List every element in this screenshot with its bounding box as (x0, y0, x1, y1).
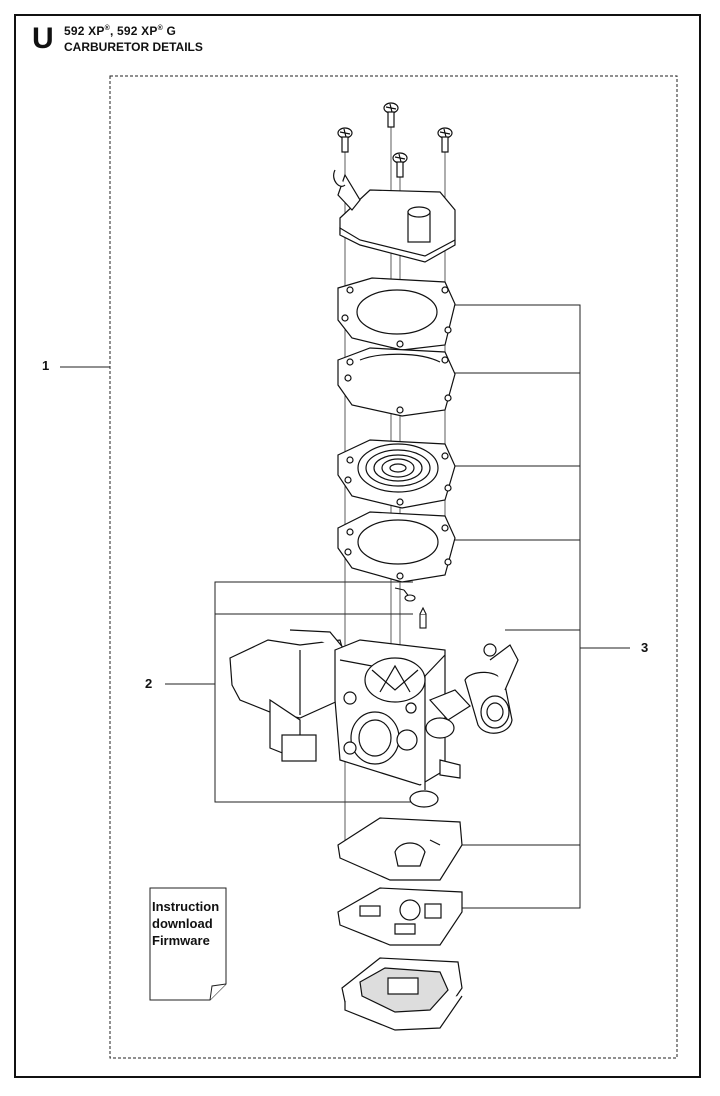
page-frame (14, 14, 701, 1078)
screw-group (337, 102, 453, 178)
callout-3: 3 (641, 640, 649, 655)
section-letter: U (32, 22, 54, 55)
registered-mark-1: ® (104, 25, 110, 32)
callout-2: 2 (145, 676, 153, 691)
assembly-boundary (109, 75, 678, 1059)
pump-cover (333, 169, 456, 263)
metering-gasket (337, 511, 456, 583)
bottom-cover (341, 957, 463, 1031)
screw (337, 127, 353, 153)
bracket-3 (455, 304, 581, 909)
filter-screen (409, 790, 439, 808)
note-line-2: download (152, 916, 213, 931)
screw (392, 152, 408, 178)
model-sep: , 592 XP (109, 24, 158, 38)
note-line-3: Firmware (152, 933, 210, 948)
throttle-assembly (464, 643, 519, 734)
lower-gasket (337, 817, 463, 881)
lower-plate (337, 887, 463, 946)
carburetor-body (229, 629, 471, 790)
needle-lever (394, 587, 416, 602)
registered-mark-2: ® (157, 25, 163, 32)
model-suffix: G (162, 24, 177, 38)
instruction-document-icon (149, 887, 227, 1001)
model-line: 592 XP®, 592 XP® G (64, 24, 176, 38)
inlet-needle (419, 606, 427, 629)
metering-diaphragm (337, 439, 456, 509)
instruction-note: Instruction download Firmware (152, 898, 219, 949)
screw (437, 127, 453, 153)
screw (383, 102, 399, 128)
pump-diaphragm (337, 347, 456, 417)
pump-gasket (337, 277, 456, 351)
page-title: CARBURETOR DETAILS (64, 40, 203, 54)
note-line-1: Instruction (152, 899, 220, 914)
model-a: 592 XP (64, 24, 105, 38)
callout-1: 1 (42, 358, 50, 373)
bracket-2 (214, 581, 413, 803)
